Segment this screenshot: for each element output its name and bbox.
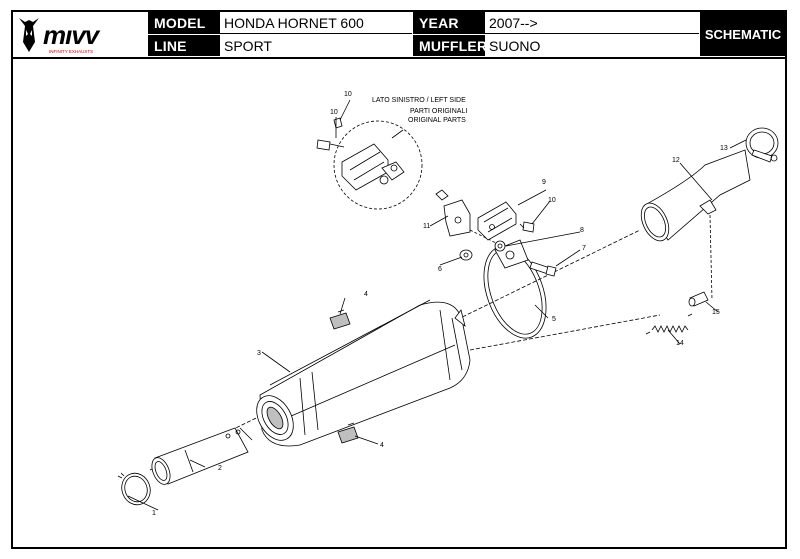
muffler-value: SUONO xyxy=(485,35,699,56)
left-side-callout: LATO SINISTRO / LEFT SIDE xyxy=(372,97,466,104)
part-label-7: 7 xyxy=(582,245,586,252)
part-10-bolt-lower xyxy=(333,117,343,129)
part-4-pad-bottom xyxy=(337,422,359,444)
part-6-washer xyxy=(459,249,473,261)
part-9-mount xyxy=(477,201,517,241)
part-5-clamp-band xyxy=(483,239,547,339)
part-label-5: 5 xyxy=(552,316,556,323)
model-value: HONDA HORNET 600 xyxy=(220,12,412,34)
original-mount-plate xyxy=(341,143,405,191)
part-label-14: 14 xyxy=(676,340,684,347)
part-label-4a: 4 xyxy=(364,291,368,298)
part-12-header-pipe xyxy=(640,149,751,242)
part-label-1: 1 xyxy=(152,510,156,517)
part-2-link-pipe xyxy=(151,427,253,485)
line-label: LINE xyxy=(148,35,220,56)
part-13-spring-clamp xyxy=(745,127,779,163)
part-7-bolt xyxy=(529,261,557,277)
original-parts-callout-1: PARTI ORIGINALI xyxy=(410,108,467,115)
part-label-11: 11 xyxy=(423,223,430,230)
muffler-label: MUFFLER xyxy=(413,35,487,56)
part-label-3: 3 xyxy=(257,350,261,357)
header-divider xyxy=(11,57,787,59)
part-4-pad-top xyxy=(329,309,351,330)
drawing-frame xyxy=(11,10,787,549)
axis-line-bracket xyxy=(709,214,713,301)
part-1-circlip xyxy=(117,472,151,506)
mivv-logo-mark-icon: mıvv INFINITY EXHAUSTS xyxy=(19,18,102,54)
svg-text:mıvv: mıvv xyxy=(43,20,101,50)
part-label-12: 12 xyxy=(672,157,680,164)
part-number-labels: 1 2 3 4 4 5 6 7 8 9 10 10 10 11 12 13 14… xyxy=(152,91,728,517)
original-parts-callout-2: ORIGINAL PARTS xyxy=(408,117,466,124)
part-label-8: 8 xyxy=(580,227,584,234)
svg-text:INFINITY EXHAUSTS: INFINITY EXHAUSTS xyxy=(49,49,93,54)
part-label-10c: 10 xyxy=(330,109,338,116)
part-11-bracket xyxy=(435,189,471,237)
part-15-spring-pin xyxy=(688,291,709,307)
part-label-9: 9 xyxy=(542,179,546,186)
part-label-10b: 10 xyxy=(344,91,352,98)
line-value: SPORT xyxy=(220,35,412,56)
part-label-15: 15 xyxy=(712,309,720,316)
original-parts-circle xyxy=(333,120,423,210)
part-label-6: 6 xyxy=(438,266,442,273)
part-8-nut xyxy=(494,240,506,252)
part-label-2: 2 xyxy=(218,465,222,472)
part-3-muffler xyxy=(256,299,471,447)
part-label-10a: 10 xyxy=(548,197,556,204)
part-label-13: 13 xyxy=(720,145,728,152)
mivv-logo: mıvv INFINITY EXHAUSTS xyxy=(13,12,131,56)
schematic-badge: SCHEMATIC xyxy=(700,12,786,56)
year-value: 2007--> xyxy=(485,12,699,34)
part-label-4b: 4 xyxy=(380,442,384,449)
part-10-bolt-right xyxy=(519,221,535,233)
year-label: YEAR xyxy=(413,12,485,34)
model-label: MODEL xyxy=(148,12,220,34)
axis-line-spring xyxy=(469,314,661,351)
part-10-bolt-upper xyxy=(316,139,345,151)
